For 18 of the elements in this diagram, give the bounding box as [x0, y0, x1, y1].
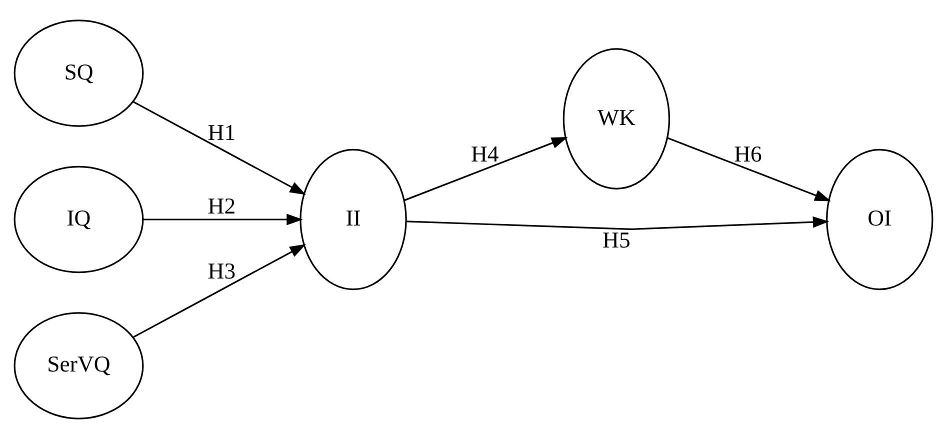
node-ellipse: II — [300, 148, 407, 290]
edge-label: H6 — [734, 141, 762, 166]
edge-label: H4 — [470, 141, 499, 166]
node-ellipse: WK — [562, 48, 670, 190]
arrow — [132, 244, 306, 338]
edge-label: H5 — [602, 227, 630, 252]
edge-label: H2 — [208, 193, 236, 218]
edge-label: H3 — [208, 258, 236, 284]
arrow — [404, 137, 568, 202]
edge-label: H1 — [208, 120, 236, 146]
node-ellipse: OI — [826, 148, 934, 290]
node-ellipse: IQ — [14, 166, 144, 274]
arrow — [667, 137, 831, 202]
node-ellipse: SerVQ — [14, 312, 144, 420]
arrow — [132, 101, 306, 195]
node-ellipse: SQ — [14, 20, 144, 127]
arrow — [143, 214, 303, 226]
arrow — [406, 216, 830, 230]
